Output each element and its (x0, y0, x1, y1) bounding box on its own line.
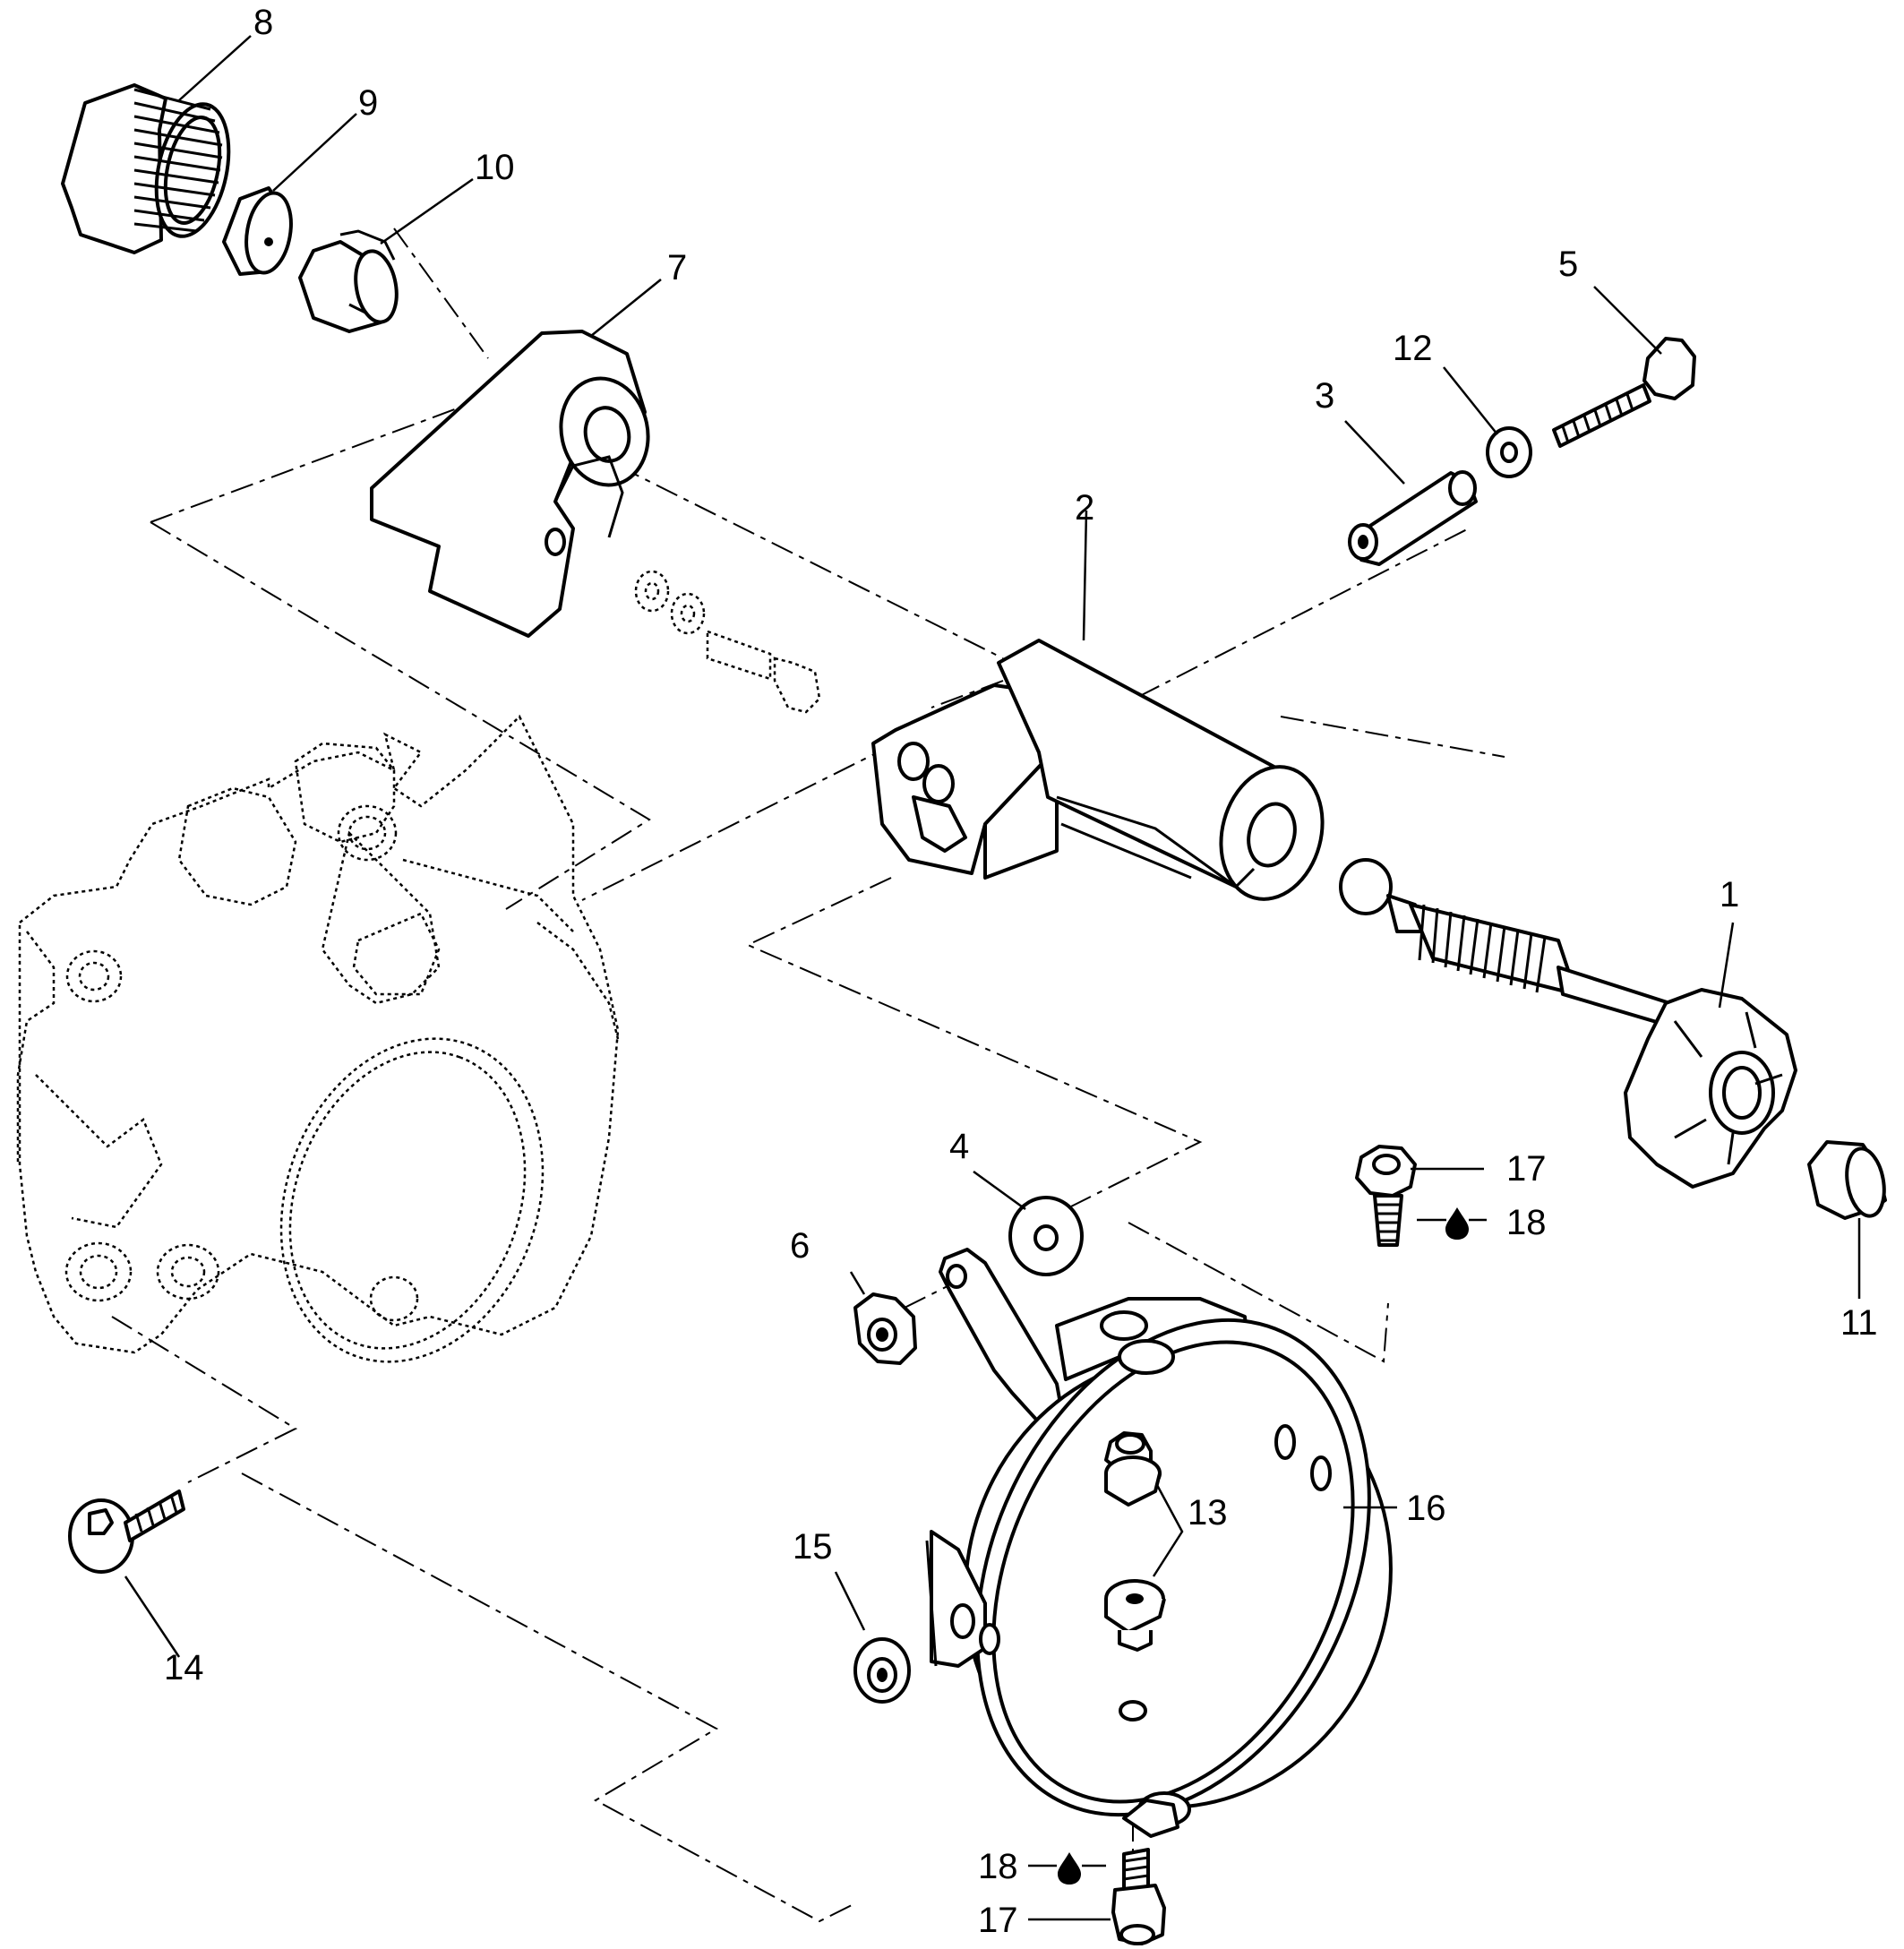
leader-lines (124, 35, 1861, 1921)
hex-nut-part (853, 1292, 917, 1365)
oil-drop-icon (1058, 1852, 1081, 1885)
callout-14: 14 (164, 1648, 204, 1687)
callout-6: 6 (790, 1226, 810, 1266)
callout-1: 1 (1720, 875, 1739, 914)
callout-13: 13 (1188, 1493, 1228, 1533)
ghost-fasteners (634, 570, 821, 714)
callout-18-upper: 18 (1506, 1203, 1547, 1242)
callout-16: 16 (1406, 1489, 1446, 1528)
grommet-part (853, 1637, 911, 1704)
grommet-parts (1104, 1431, 1166, 1652)
callout-8: 8 (253, 3, 273, 42)
spacer-tube-part (1348, 470, 1478, 566)
callout-labels: 8 9 10 7 5 12 3 2 1 4 17 6 18 11 16 13 1… (164, 3, 1878, 1940)
callout-10: 10 (475, 148, 515, 187)
socket-head-screw-lower (1111, 1848, 1166, 1945)
oil-drop-icon (1445, 1207, 1469, 1240)
callout-4: 4 (949, 1127, 969, 1166)
clip-part (298, 229, 399, 333)
ring-bracket-part (925, 1248, 1393, 1838)
callout-11: 11 (1840, 1303, 1878, 1343)
callout-12: 12 (1393, 329, 1433, 368)
callout-9: 9 (358, 83, 378, 123)
mounting-block-part (370, 330, 650, 638)
socket-head-screw-upper (1355, 1145, 1417, 1247)
cap-part (1807, 1140, 1887, 1220)
callout-17-upper: 17 (1506, 1149, 1547, 1189)
callout-5: 5 (1558, 245, 1578, 284)
hex-bolt-part (1552, 337, 1696, 448)
washer-part (1486, 426, 1532, 478)
threaded-plug-part (61, 83, 231, 254)
callout-7: 7 (667, 248, 687, 288)
callout-15: 15 (793, 1527, 833, 1567)
bracket-part (871, 639, 1325, 901)
callout-3: 3 (1315, 376, 1334, 416)
bushing-part (222, 186, 293, 276)
adjuster-screw-part (1339, 858, 1797, 1189)
carburetor-body-outline (16, 714, 620, 1363)
callout-2: 2 (1075, 488, 1094, 528)
flat-washer-part (1008, 1196, 1084, 1276)
button-head-screw-part (68, 1490, 185, 1574)
callout-18-lower: 18 (978, 1847, 1018, 1886)
callout-17-lower: 17 (978, 1901, 1018, 1940)
